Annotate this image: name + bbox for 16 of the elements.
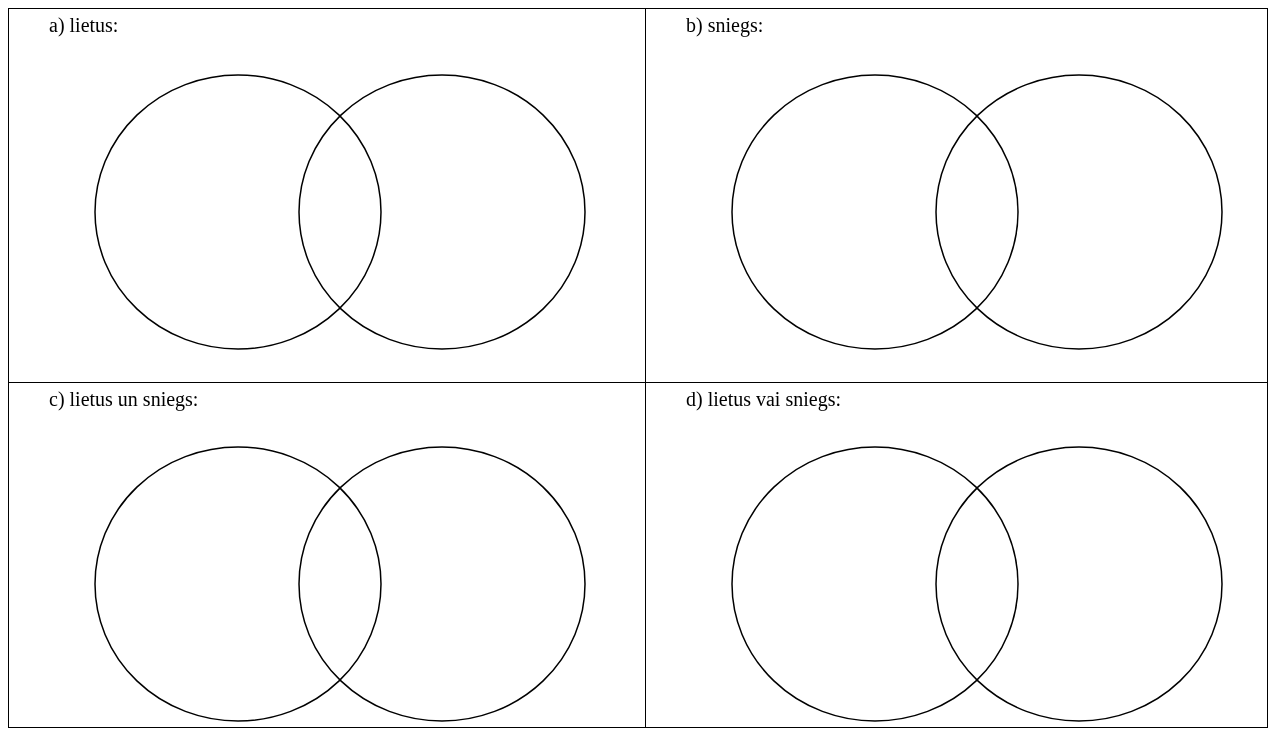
venn-circle [94,446,382,722]
table-cell [645,8,1268,383]
venn-circle [731,74,1019,350]
venn-circle [298,446,586,722]
table-cell [645,382,1268,728]
venn-circle [94,74,382,350]
task-heading: b) sniegs: [686,13,764,37]
task-heading: d) lietus vai sniegs: [686,387,841,411]
task-heading: c) lietus un sniegs: [49,387,199,411]
venn-circle [935,74,1223,350]
table-cell [8,8,646,383]
venn-circle [935,446,1223,722]
table-cell [8,382,646,728]
venn-circle [298,74,586,350]
task-heading: a) lietus: [49,13,119,37]
venn-circle [731,446,1019,722]
